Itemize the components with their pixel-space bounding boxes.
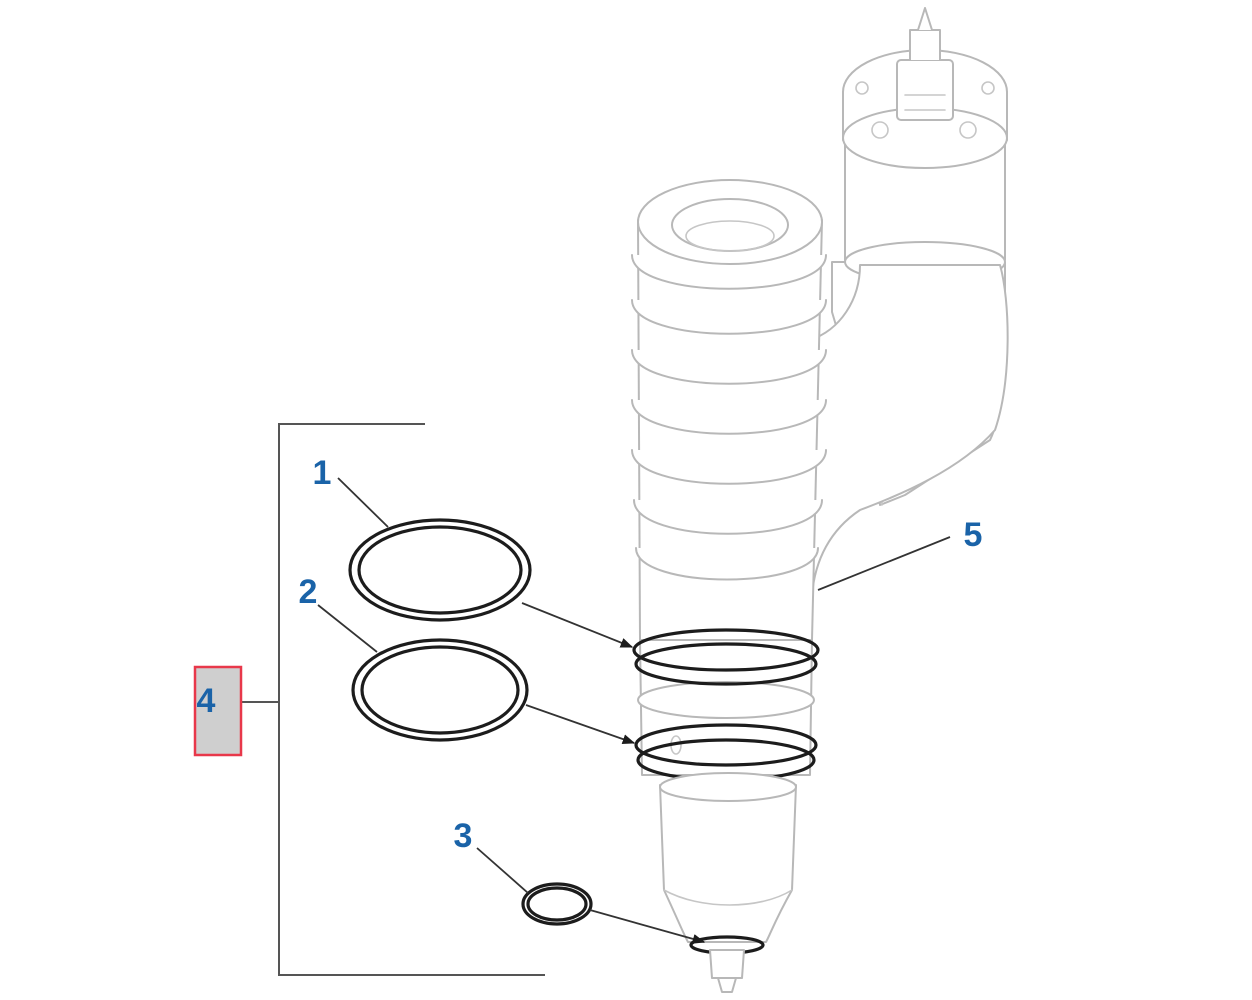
leader-3 xyxy=(476,847,529,894)
o-ring-1 xyxy=(348,518,532,622)
arrow-ring-2 xyxy=(525,704,636,744)
leader-lines xyxy=(317,477,951,944)
callout-2[interactable]: 2 xyxy=(299,573,318,611)
installed-ring-upper xyxy=(632,628,820,686)
arrow-ring-3 xyxy=(589,909,706,944)
kit-bracket xyxy=(228,423,545,976)
spring-housing xyxy=(631,179,827,641)
leader-5 xyxy=(817,536,951,591)
nozzle xyxy=(659,772,797,993)
callout-3[interactable]: 3 xyxy=(454,817,473,855)
body-neck xyxy=(809,264,1009,596)
o-ring-2 xyxy=(351,638,529,742)
o-ring-3 xyxy=(521,882,593,926)
callout-4-highlight xyxy=(193,665,243,757)
arrow-ring-1 xyxy=(521,602,634,648)
callout-1[interactable]: 1 xyxy=(313,454,332,492)
callouts: 1 2 3 4 5 xyxy=(197,454,983,855)
leader-2 xyxy=(317,604,378,653)
leader-1 xyxy=(337,477,389,528)
callout-5[interactable]: 5 xyxy=(964,516,983,554)
callout-4[interactable]: 4 xyxy=(197,682,216,720)
injector-body xyxy=(631,7,1009,993)
